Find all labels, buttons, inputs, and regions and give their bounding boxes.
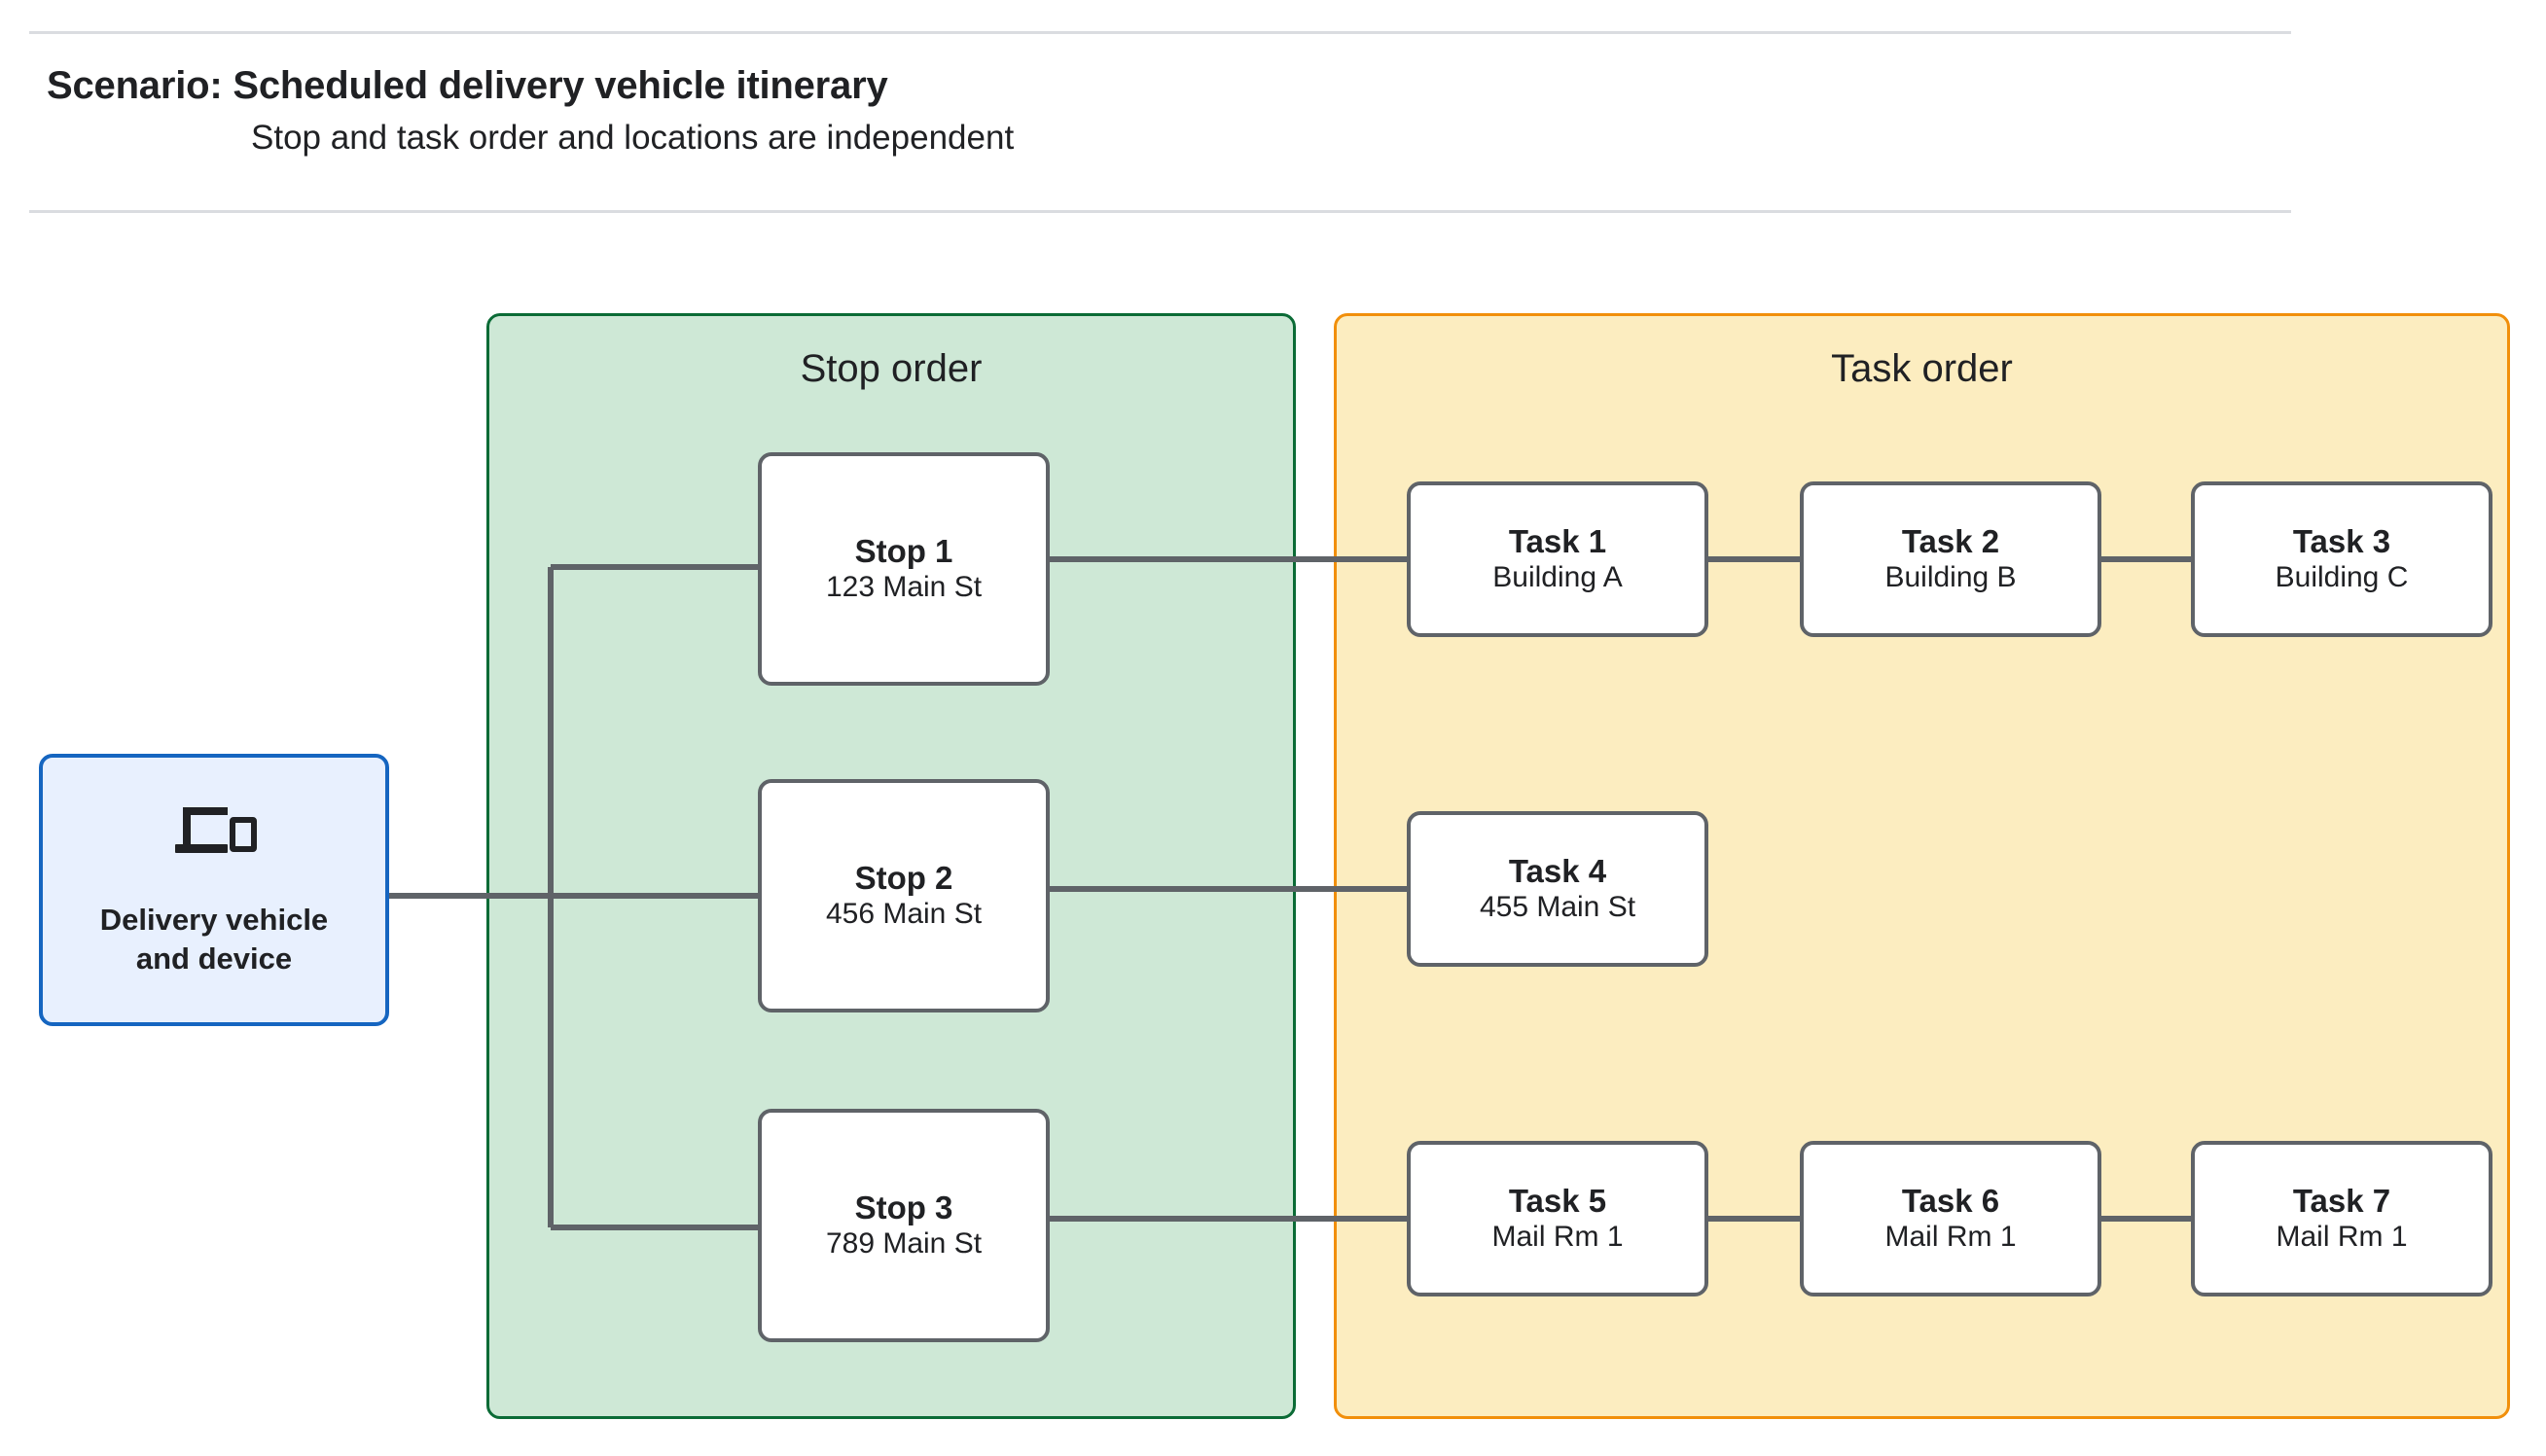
task-node-7-location: Mail Rm 1 xyxy=(2276,1221,2408,1254)
task-node-2-name: Task 2 xyxy=(1901,522,2000,559)
task-node-4-name: Task 4 xyxy=(1508,852,1607,889)
task-node-7-name: Task 7 xyxy=(2292,1182,2391,1219)
stop-order-group-title: Stop order xyxy=(800,347,983,390)
task-node-5[interactable]: Task 5 Mail Rm 1 xyxy=(1407,1141,1708,1296)
stop-node-2[interactable]: Stop 2 456 Main St xyxy=(758,779,1050,1012)
stop-node-1-name: Stop 1 xyxy=(854,532,953,569)
task-node-6-name: Task 6 xyxy=(1901,1182,2000,1219)
task-node-1[interactable]: Task 1 Building A xyxy=(1407,481,1708,637)
devices-icon xyxy=(175,806,257,853)
delivery-vehicle-and-device-node[interactable]: Delivery vehicle and device xyxy=(39,754,389,1026)
task-node-2[interactable]: Task 2 Building B xyxy=(1800,481,2101,637)
task-node-3-location: Building C xyxy=(2275,561,2409,594)
task-node-7[interactable]: Task 7 Mail Rm 1 xyxy=(2191,1141,2492,1296)
page-title: Scenario: Scheduled delivery vehicle iti… xyxy=(47,64,888,107)
task-node-5-name: Task 5 xyxy=(1508,1182,1607,1219)
task-node-4-location: 455 Main St xyxy=(1479,891,1636,924)
task-node-1-name: Task 1 xyxy=(1508,522,1607,559)
stop-node-3-location: 789 Main St xyxy=(825,1227,983,1261)
task-node-1-location: Building A xyxy=(1492,561,1623,594)
header-divider-bottom xyxy=(29,210,2291,213)
task-node-4[interactable]: Task 4 455 Main St xyxy=(1407,811,1708,967)
task-node-3[interactable]: Task 3 Building C xyxy=(2191,481,2492,637)
task-node-6-location: Mail Rm 1 xyxy=(1884,1221,2017,1254)
page-subtitle: Stop and task order and locations are in… xyxy=(251,119,1015,157)
task-node-6[interactable]: Task 6 Mail Rm 1 xyxy=(1800,1141,2101,1296)
stop-node-3[interactable]: Stop 3 789 Main St xyxy=(758,1109,1050,1342)
task-node-2-location: Building B xyxy=(1884,561,2017,594)
stop-node-1[interactable]: Stop 1 123 Main St xyxy=(758,452,1050,686)
stop-node-2-location: 456 Main St xyxy=(825,898,983,931)
task-node-3-name: Task 3 xyxy=(2292,522,2391,559)
stop-node-1-location: 123 Main St xyxy=(825,571,983,604)
header-divider-top xyxy=(29,31,2291,34)
vehicle-node-label: Delivery vehicle and device xyxy=(99,902,329,976)
stop-node-3-name: Stop 3 xyxy=(854,1189,953,1225)
task-order-group-title: Task order xyxy=(1831,347,2013,390)
task-node-5-location: Mail Rm 1 xyxy=(1491,1221,1624,1254)
stop-node-2-name: Stop 2 xyxy=(854,859,953,896)
